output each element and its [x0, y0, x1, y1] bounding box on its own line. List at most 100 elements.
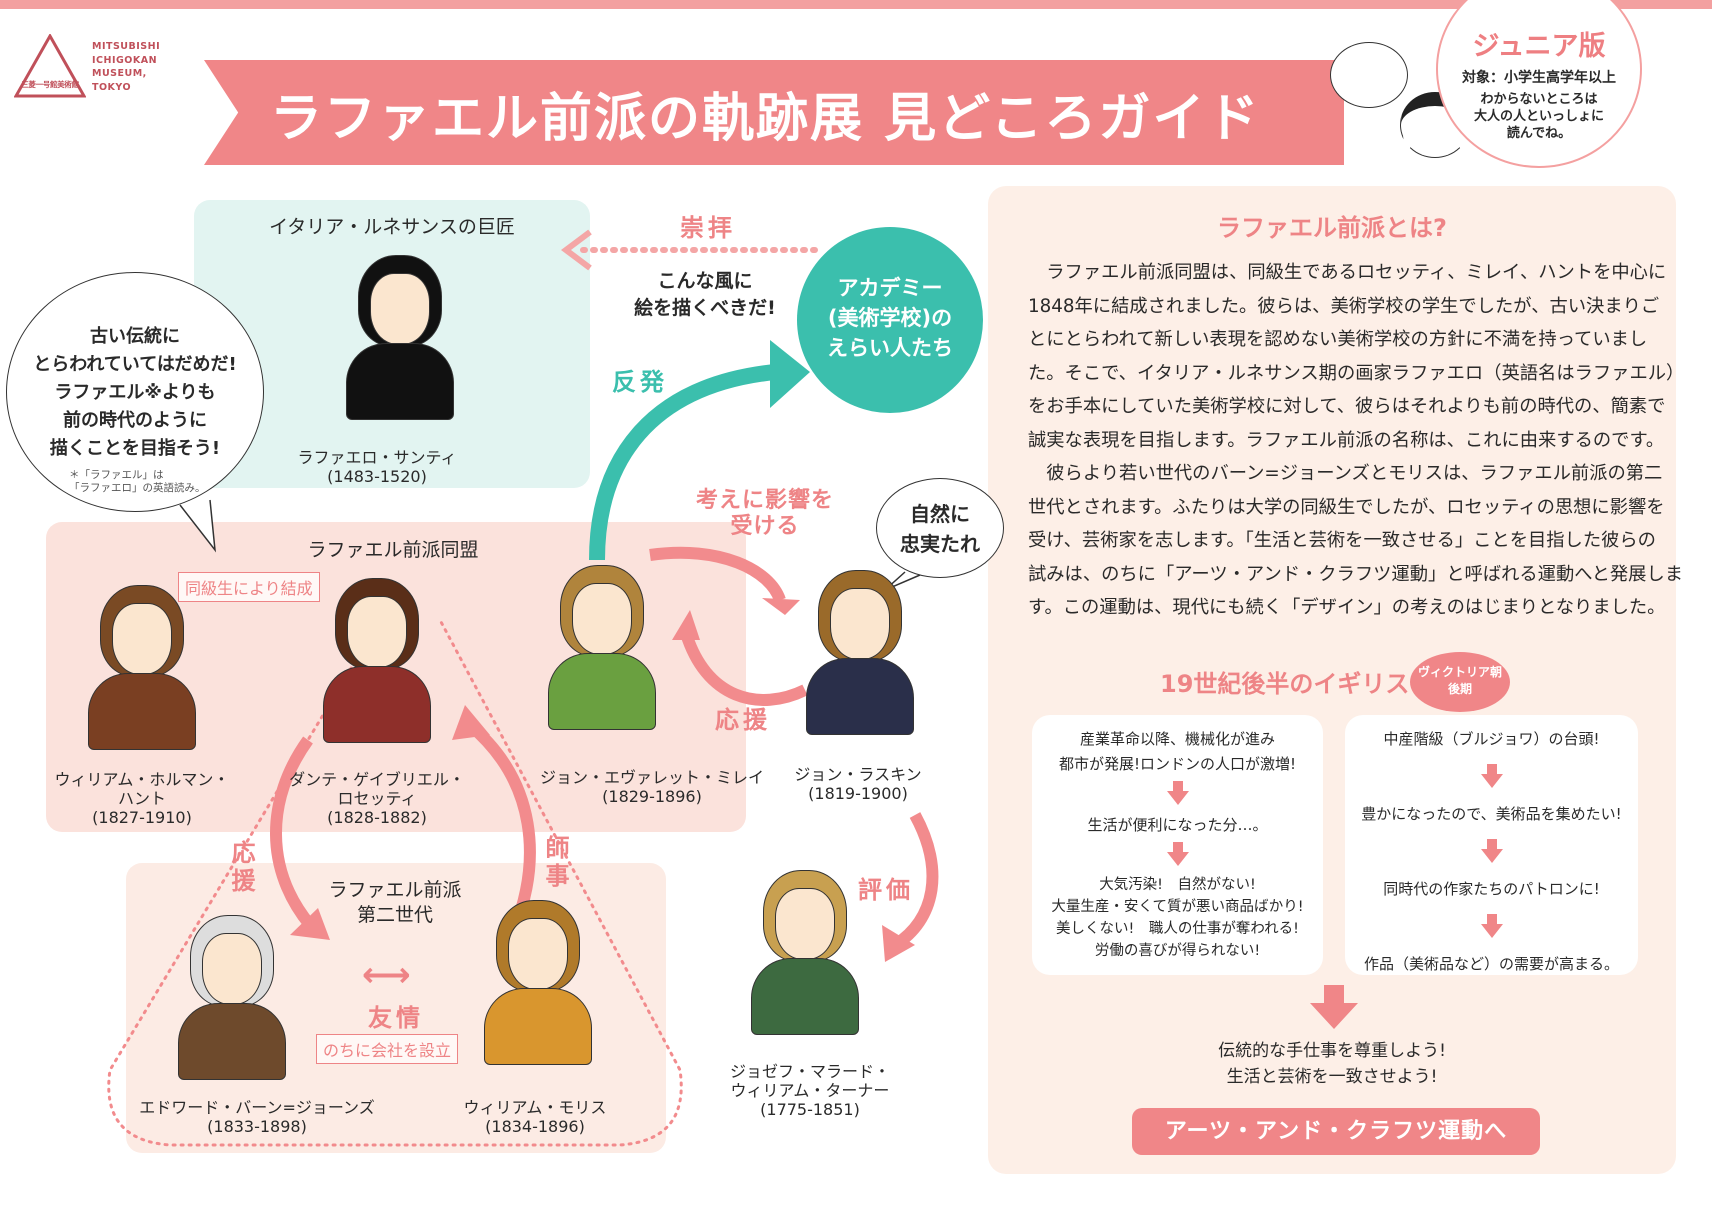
- arts-and-crafts-banner: アーツ・アンド・クラフツ運動へ: [1132, 1108, 1540, 1155]
- badge-target: 対象：小学生高学年以上: [1462, 70, 1616, 86]
- box-line: 産業革命以降、機械化が進み: [1079, 730, 1275, 748]
- paragraph-line: 世代とされます。ふたりは大学の同級生でしたが、ロセッティの思想に影響を: [1028, 496, 1665, 518]
- friendship-label: 友情: [368, 1004, 424, 1032]
- box-line: 豊かになったので、美術品を集めたい!: [1361, 805, 1622, 823]
- era-line: 後期: [1447, 682, 1472, 696]
- museum-line: TOKYO: [92, 81, 132, 93]
- museum-line: ICHIGOKAN: [92, 54, 158, 66]
- academy-circle: アカデミー (美術学校)の えらい人たち: [797, 227, 983, 413]
- paragraph-line: をお手本にしていた美術学校に対して、彼らはそれよりも前の時代の、簡素で: [1028, 396, 1666, 417]
- down-arrow-icon: [1480, 914, 1503, 938]
- person-years: (1819-1900): [808, 784, 908, 803]
- evaluate-arrow: [891, 812, 939, 951]
- person-label-ruskin: ジョン・ラスキン (1819-1900): [778, 765, 938, 803]
- person-years: (1828-1882): [327, 808, 427, 827]
- influence-arrows: [649, 546, 808, 706]
- museum-line: MITSUBISHI: [92, 41, 161, 52]
- academy-quote: こんな風に 絵を描くべきだ!: [620, 268, 790, 322]
- museum-mark-text: 三菱一号館美術館: [21, 80, 79, 89]
- gen2-heading-line: 第二世代: [356, 904, 433, 926]
- badge-note-line: わからないところは: [1480, 92, 1598, 107]
- rebel-label: 反発: [612, 368, 668, 396]
- gen2-support-label: 応援: [227, 840, 255, 896]
- badge-note: わからないところは 大人の人といっしょに 読んでね。: [1438, 91, 1640, 142]
- support-label: 応援: [715, 706, 771, 734]
- brotherhood-heading: ラファエル前派同盟: [307, 539, 479, 561]
- bubble-line: 前の時代のように: [63, 410, 207, 431]
- museum-line: MUSEUM,: [92, 68, 147, 79]
- box-line: 大量生産・安くて質が悪い商品ばかり!: [1051, 899, 1304, 915]
- gen2-heading-line: ラファエル前派: [328, 879, 462, 901]
- badge-title: ジュニア版: [1472, 31, 1606, 62]
- quote-line: こんな風に: [657, 270, 753, 292]
- academy-line: (美術学校)の: [827, 306, 953, 330]
- person-years: (1775-1851): [760, 1100, 860, 1119]
- footnote-line: 「ラファエロ」の英語読み。: [69, 482, 206, 494]
- quote-line: 絵を描くべきだ!: [634, 297, 776, 319]
- academy-line: アカデミー: [837, 276, 943, 300]
- down-arrow-icon: [1480, 839, 1503, 863]
- person-years: (1833-1898): [207, 1117, 307, 1136]
- bubble-line: 古い伝統に: [90, 326, 180, 347]
- bubble-footnote: ＊「ラファエル」は 「ラファエロ」の英語読み。: [7, 469, 263, 495]
- speech-bubble-nature: 自然に 忠実たれ: [876, 478, 1004, 578]
- era-line: ヴィクトリア朝: [1417, 665, 1502, 679]
- box-line: 美しくない! 職人の仕事が奪われる!: [1056, 921, 1299, 937]
- person-label-millais: ジョン・エヴァレット・ミレイ (1829-1896): [532, 768, 772, 806]
- era-bubble: ヴィクトリア朝 後期: [1410, 652, 1510, 712]
- conclusion: 伝統的な手仕事を尊重しよう! 生活と芸術を一致させよう!: [988, 1038, 1676, 1090]
- girl-illustration-icon: [1330, 42, 1408, 108]
- academy-line: えらい人たち: [827, 336, 953, 360]
- paragraph-line: た。そこで、イタリア・ルネサンス期の画家ラファエロ（英語名はラファエル）: [1028, 362, 1685, 384]
- box-line: 大気汚染! 自然がない!: [1099, 877, 1256, 893]
- person-name: ダンテ・ゲイブリエル・: [289, 770, 465, 789]
- person-name: ロセッティ: [337, 789, 417, 808]
- industrial-box: 産業革命以降、機械化が進み 都市が発展!ロンドンの人口が激増! 生活が便利になっ…: [1032, 715, 1323, 975]
- person-name: ジョン・ラスキン: [794, 765, 922, 784]
- raphael-years: (1483-1520): [327, 467, 427, 486]
- person-name: ハント: [117, 789, 166, 808]
- ruskin-illustration: [800, 570, 920, 735]
- paragraph-line: 彼らより若い世代のバーン=ジョーンズとモリスは、ラファエル前派の第二: [1028, 463, 1663, 484]
- conclusion-line: 伝統的な手仕事を尊重しよう!: [1218, 1041, 1446, 1061]
- person-name: ジョゼフ・マラード・: [729, 1062, 890, 1081]
- big-down-arrow-icon: [1310, 985, 1358, 1029]
- box-line: 労働の喜びが得られない!: [1094, 943, 1261, 959]
- bubble-line: 描くことを目指そう!: [49, 438, 221, 459]
- paragraph-line: す。この運動は、現代にも続く「デザイン」の考えのはじまりとなりました。: [1028, 597, 1666, 618]
- box-line: 中産階級（ブルジョワ）の台頭!: [1383, 730, 1600, 748]
- support-gen2-arrowhead: [290, 908, 330, 940]
- apprentice-arrowhead: [452, 705, 490, 740]
- bubble-line: 忠実たれ: [900, 532, 980, 556]
- box-line: 作品（美術品など）の需要が高まる。: [1363, 955, 1619, 973]
- title-banner: [204, 60, 1344, 165]
- person-label-turner: ジョゼフ・マラード・ ウィリアム・ターナー (1775-1851): [710, 1062, 910, 1119]
- person-years: (1827-1910): [92, 808, 192, 827]
- museum-mark-icon: [14, 34, 86, 98]
- museum-name: MITSUBISHI ICHIGOKAN MUSEUM, TOKYO: [92, 40, 160, 94]
- rebel-arrow: [589, 340, 810, 561]
- paragraph-line: 試みは、のちに「アーツ・アンド・クラフツ運動」と呼ばれる運動へと発展しま: [1028, 563, 1684, 585]
- worship-label: 崇拝: [680, 214, 736, 242]
- box-line: 同時代の作家たちのパトロンに!: [1383, 880, 1600, 898]
- paragraph-line: とにとらわれて新しい表現を認めない美術学校の方針に不満を持っていまし: [1028, 329, 1648, 350]
- box-line: 都市が発展!ロンドンの人口が激増!: [1058, 755, 1297, 773]
- paragraph-line: ラファエル前派同盟は、同級生であるロセッティ、ミレイ、ハントを中心に: [1028, 262, 1667, 283]
- panel-paragraph: ラファエル前派同盟は、同級生であるロセッティ、ミレイ、ハントを中心に 1848年…: [1028, 256, 1685, 625]
- worship-arrow: [561, 229, 818, 271]
- down-arrow-icon: [1166, 842, 1189, 866]
- conclusion-line: 生活と芸術を一致させよう!: [1226, 1067, 1438, 1087]
- bubble-line: ラファエル※よりも: [54, 382, 216, 403]
- paragraph-line: 受け、芸術家を志します。「生活と芸術を一致させる」ことを目指した彼らの: [1028, 530, 1656, 551]
- person-label-morris: ウィリアム・モリス (1834-1896): [445, 1098, 625, 1136]
- person-years: (1829-1896): [602, 787, 702, 806]
- down-arrow-icon: [1166, 781, 1189, 805]
- classmates-tag: 同級生により結成: [178, 572, 320, 602]
- paragraph-line: 誠実な表現を目指します。ラファエル前派の名称は、これに由来するのです。: [1028, 429, 1665, 451]
- person-label-hunt: ウィリアム・ホルマン・ ハント (1827-1910): [42, 770, 242, 827]
- burne-jones-illustration: [172, 915, 292, 1080]
- support-arrowhead: [672, 610, 700, 640]
- renaissance-heading: イタリア・ルネサンスの巨匠: [269, 216, 515, 238]
- person-name: ウィリアム・ホルマン・: [54, 770, 230, 789]
